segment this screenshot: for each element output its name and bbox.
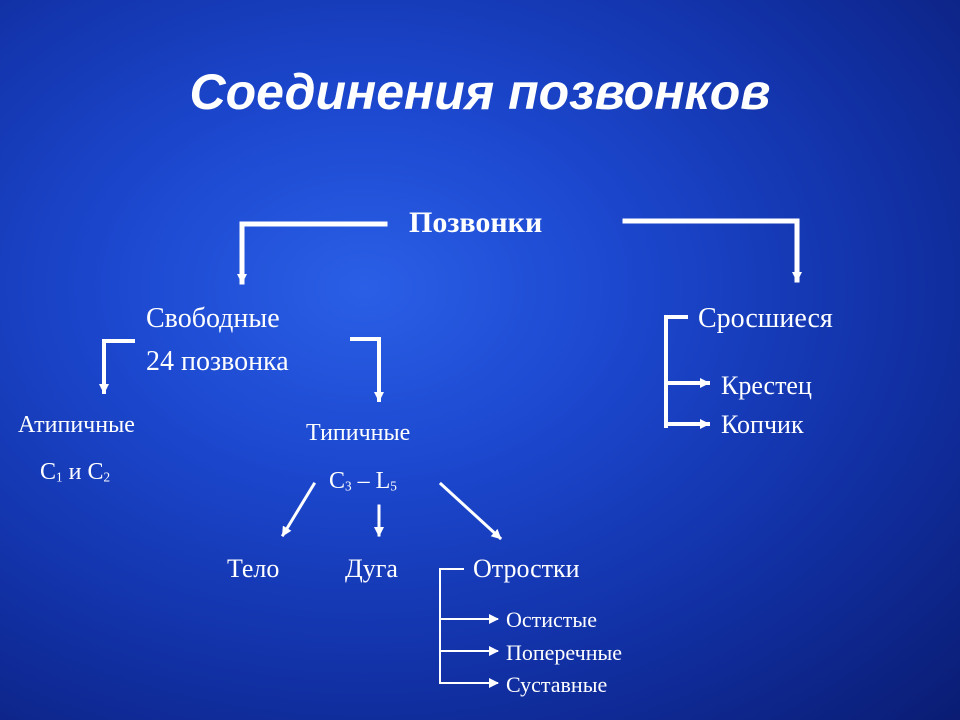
connector-free-to-atypical: [99, 339, 135, 394]
part-arch: Дуга: [345, 554, 398, 583]
atypical-label: Атипичные: [18, 412, 135, 438]
free-vertebrae-count: 24 позвонка: [146, 346, 289, 377]
connector-processes-bracket: [439, 568, 464, 684]
process-spinous: Остистые: [506, 607, 597, 632]
fused-item-coccyx: Копчик: [721, 410, 804, 439]
process-articular: Суставные: [506, 672, 608, 697]
free-vertebrae-label: Свободные: [146, 303, 280, 334]
typical-range: C3 – L5: [329, 468, 397, 494]
fused-item-sacrum: Крестец: [721, 371, 812, 400]
connector-fused-bracket: [664, 315, 688, 428]
connector-free-to-typical: [350, 337, 384, 402]
connector-root-to-free: [237, 221, 388, 285]
atypical-range: C1 и C2: [40, 459, 111, 485]
connector-typical-to-processes: [438, 481, 503, 541]
typical-label: Типичные: [306, 420, 411, 446]
root-node: Позвонки: [409, 206, 543, 239]
part-body: Тело: [227, 554, 280, 583]
process-transverse: Поперечные: [506, 640, 623, 665]
part-processes: Отростки: [473, 554, 580, 583]
connector-typical-to-body: [280, 481, 317, 538]
connector-root-to-fused: [622, 218, 802, 283]
slide-title: Соединения позвонков: [189, 64, 771, 120]
fused-vertebrae-label: Сросшиеся: [698, 303, 833, 334]
